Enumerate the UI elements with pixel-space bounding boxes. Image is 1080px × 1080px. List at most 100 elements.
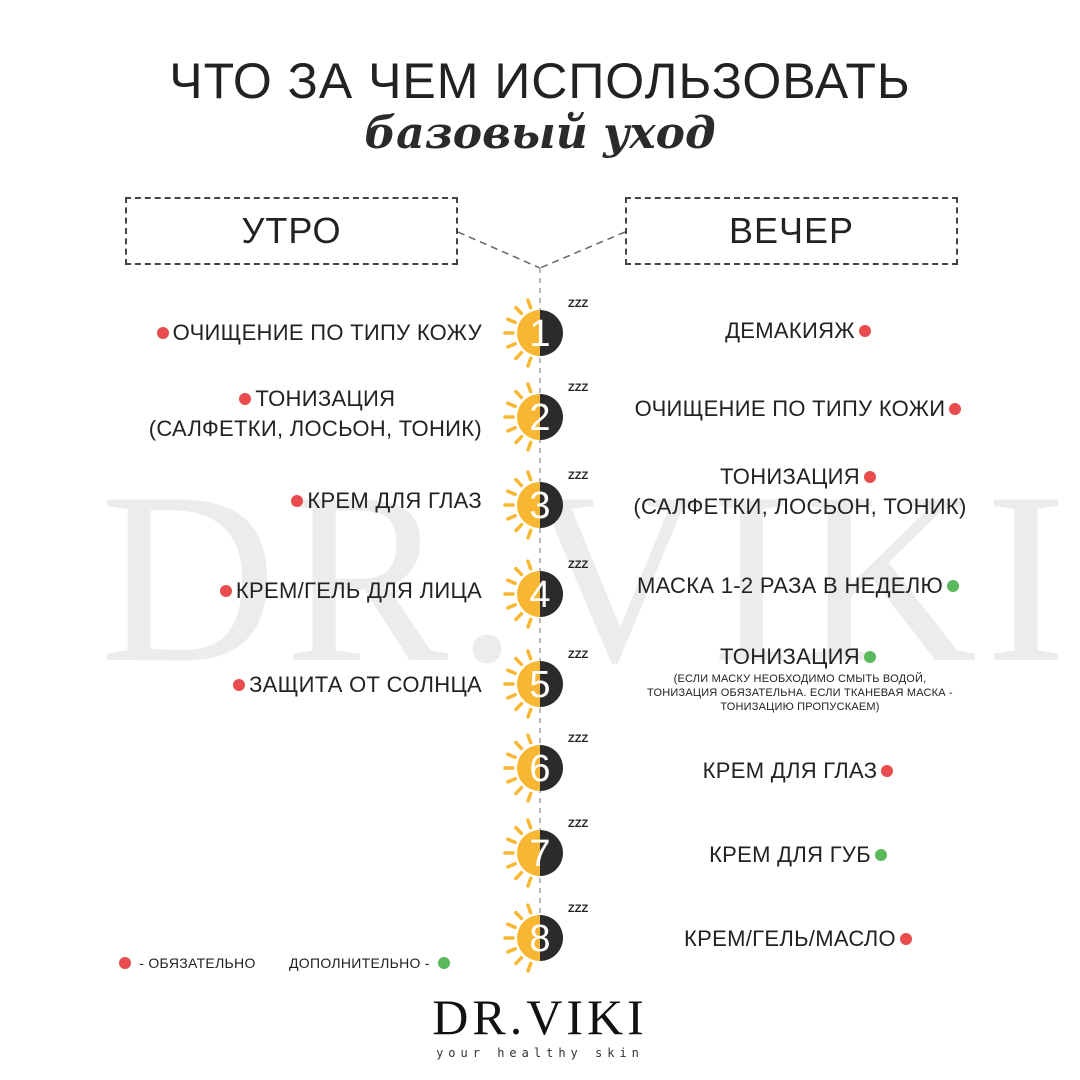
step-note: ТОНИЗАЦИЯ ОБЯЗАТЕЛЬНА. ЕСЛИ ТКАНЕВАЯ МАС…: [647, 687, 953, 699]
morning-step-4: КРЕМ/ГЕЛЬ ДЛЯ ЛИЦА: [216, 576, 482, 606]
legend-optional-label: ДОПОЛНИТЕЛЬНО -: [289, 955, 430, 971]
required-marker-dot: [239, 392, 252, 405]
required-marker-dot: [156, 326, 169, 339]
required-marker-dot: [949, 402, 962, 415]
page-subtitle: базовый уход: [364, 108, 716, 159]
step-label: (САЛФЕТКИ, ЛОСЬОН, ТОНИК): [633, 494, 967, 519]
step-number: 1: [529, 313, 550, 355]
optional-marker-dot: [863, 650, 876, 663]
required-marker-dot: [858, 324, 871, 337]
step-label: ТОНИЗАЦИЯ: [255, 386, 396, 411]
zzz-icon: ZZZ: [568, 470, 588, 482]
zzz-icon: ZZZ: [568, 649, 588, 661]
moon-icon: [540, 310, 563, 356]
step-number: 5: [529, 664, 550, 706]
zzz-icon: ZZZ: [568, 903, 588, 915]
legend-required: - ОБЯЗАТЕЛЬНО: [115, 955, 256, 972]
required-marker-dot: [291, 494, 304, 507]
step-label: КРЕМ ДЛЯ ГЛАЗ: [307, 488, 482, 513]
step-label: ОЧИЩЕНИЕ ПО ТИПУ КОЖИ: [634, 396, 946, 421]
step-text-line: МАСКА 1-2 РАЗА В НЕДЕЛЮ: [585, 571, 1015, 601]
moon-icon: [540, 482, 563, 528]
moon-icon: [540, 571, 563, 617]
step-4-icon: 4 ZZZ: [503, 559, 588, 629]
moon-icon: [540, 830, 563, 876]
legend-optional: ДОПОЛНИТЕЛЬНО -: [289, 955, 454, 972]
step-note: ТОНИЗАЦИЮ ПРОПУСКАЕМ): [720, 701, 880, 713]
step-text-line: КРЕМ ДЛЯ ГЛАЗ: [287, 486, 482, 516]
step-number: 7: [529, 833, 550, 875]
morning-step-2: ТОНИЗАЦИЯ (САЛФЕТКИ, ЛОСЬОН, ТОНИК): [149, 384, 482, 444]
step-1-icon: 1 ZZZ: [503, 298, 588, 368]
step-text-line: ТОНИЗАЦИЯ: [585, 462, 1015, 492]
sun-icon: [503, 733, 540, 803]
required-marker-dot: [899, 932, 912, 945]
connector-left: [457, 231, 541, 269]
brand-tagline: your healthy skin: [436, 1046, 644, 1060]
step-label: КРЕМ ДЛЯ ГЛАЗ: [702, 758, 878, 783]
morning-column-label: УТРО: [241, 210, 342, 251]
legend-required-label: - ОБЯЗАТЕЛЬНО: [139, 955, 256, 971]
sun-icon: [503, 382, 540, 452]
step-note: (ЕСЛИ МАСКУ НЕОБХОДИМО СМЫТЬ ВОДОЙ,: [673, 673, 927, 685]
sun-icon: [503, 559, 540, 629]
step-text-line: (САЛФЕТКИ, ЛОСЬОН, ТОНИК): [585, 492, 1015, 522]
evening-step-6: КРЕМ ДЛЯ ГЛАЗ: [585, 756, 1015, 786]
sun-icon: [503, 903, 540, 973]
brand-logo: DR.VIKI: [432, 989, 648, 1045]
step-number: 2: [529, 397, 550, 439]
step-label: МАСКА 1-2 РАЗА В НЕДЕЛЮ: [636, 573, 944, 598]
evening-step-8: КРЕМ/ГЕЛЬ/МАСЛО: [585, 924, 1015, 954]
step-text-line: ОЧИЩЕНИЕ ПО ТИПУ КОЖУ: [153, 318, 482, 348]
step-2-icon: 2 ZZZ: [503, 382, 588, 452]
required-marker-dot: [219, 584, 232, 597]
step-text-line: ЗАЩИТА ОТ СОЛНЦА: [229, 670, 482, 700]
step-label: ТОНИЗАЦИЯ: [720, 644, 860, 669]
moon-icon: [540, 745, 563, 791]
evening-step-7: КРЕМ ДЛЯ ГУБ: [585, 840, 1015, 870]
step-text-line: КРЕМ/ГЕЛЬ/МАСЛО: [585, 924, 1015, 954]
zzz-icon: ZZZ: [568, 298, 588, 310]
sun-icon: [503, 298, 540, 368]
evening-step-4: МАСКА 1-2 РАЗА В НЕДЕЛЮ: [585, 571, 1015, 601]
evening-step-3: ТОНИЗАЦИЯ (САЛФЕТКИ, ЛОСЬОН, ТОНИК): [585, 462, 1015, 522]
step-text-line: ДЕМАКИЯЖ: [585, 316, 1015, 346]
step-text-line: ТОНИЗАЦИЯ: [585, 642, 1015, 672]
morning-step-5: ЗАЩИТА ОТ СОЛНЦА: [229, 670, 482, 700]
connector-right: [539, 231, 626, 269]
step-label: КРЕМ ДЛЯ ГУБ: [709, 842, 871, 867]
step-5-icon: 5 ZZZ: [503, 649, 588, 719]
zzz-icon: ZZZ: [568, 559, 588, 571]
moon-icon: [540, 915, 563, 961]
step-label: КРЕМ/ГЕЛЬ/МАСЛО: [684, 926, 896, 951]
legend-required-dot: [119, 956, 131, 969]
evening-step-2: ОЧИЩЕНИЕ ПО ТИПУ КОЖИ: [585, 394, 1015, 424]
step-text-line: ТОНИЗАЦИЯ: [149, 384, 482, 414]
step-label: ОЧИЩЕНИЕ ПО ТИПУ КОЖУ: [172, 320, 482, 345]
step-text-line: КРЕМ/ГЕЛЬ ДЛЯ ЛИЦА: [216, 576, 482, 606]
step-number: 4: [529, 574, 550, 616]
moon-icon: [540, 394, 563, 440]
page-title: ЧТО ЗА ЧЕМ ИСПОЛЬЗОВАТЬ: [169, 53, 911, 109]
required-marker-dot: [881, 764, 894, 777]
step-text-line: КРЕМ ДЛЯ ГЛАЗ: [585, 756, 1015, 786]
step-text-line: ОЧИЩЕНИЕ ПО ТИПУ КОЖИ: [585, 394, 1015, 424]
legend-optional-dot: [438, 956, 451, 969]
required-marker-dot: [233, 678, 246, 691]
morning-step-3: КРЕМ ДЛЯ ГЛАЗ: [287, 486, 482, 516]
step-label: ТОНИЗАЦИЯ: [720, 464, 860, 489]
zzz-icon: ZZZ: [568, 382, 588, 394]
optional-marker-dot: [947, 579, 960, 592]
step-number: 6: [529, 748, 550, 790]
morning-step-1: ОЧИЩЕНИЕ ПО ТИПУ КОЖУ: [153, 318, 482, 348]
required-marker-dot: [863, 470, 876, 483]
step-label: ЗАЩИТА ОТ СОЛНЦА: [249, 672, 482, 697]
step-text-line: (САЛФЕТКИ, ЛОСЬОН, ТОНИК): [149, 414, 482, 444]
sun-icon: [503, 649, 540, 719]
sun-icon: [503, 818, 540, 888]
